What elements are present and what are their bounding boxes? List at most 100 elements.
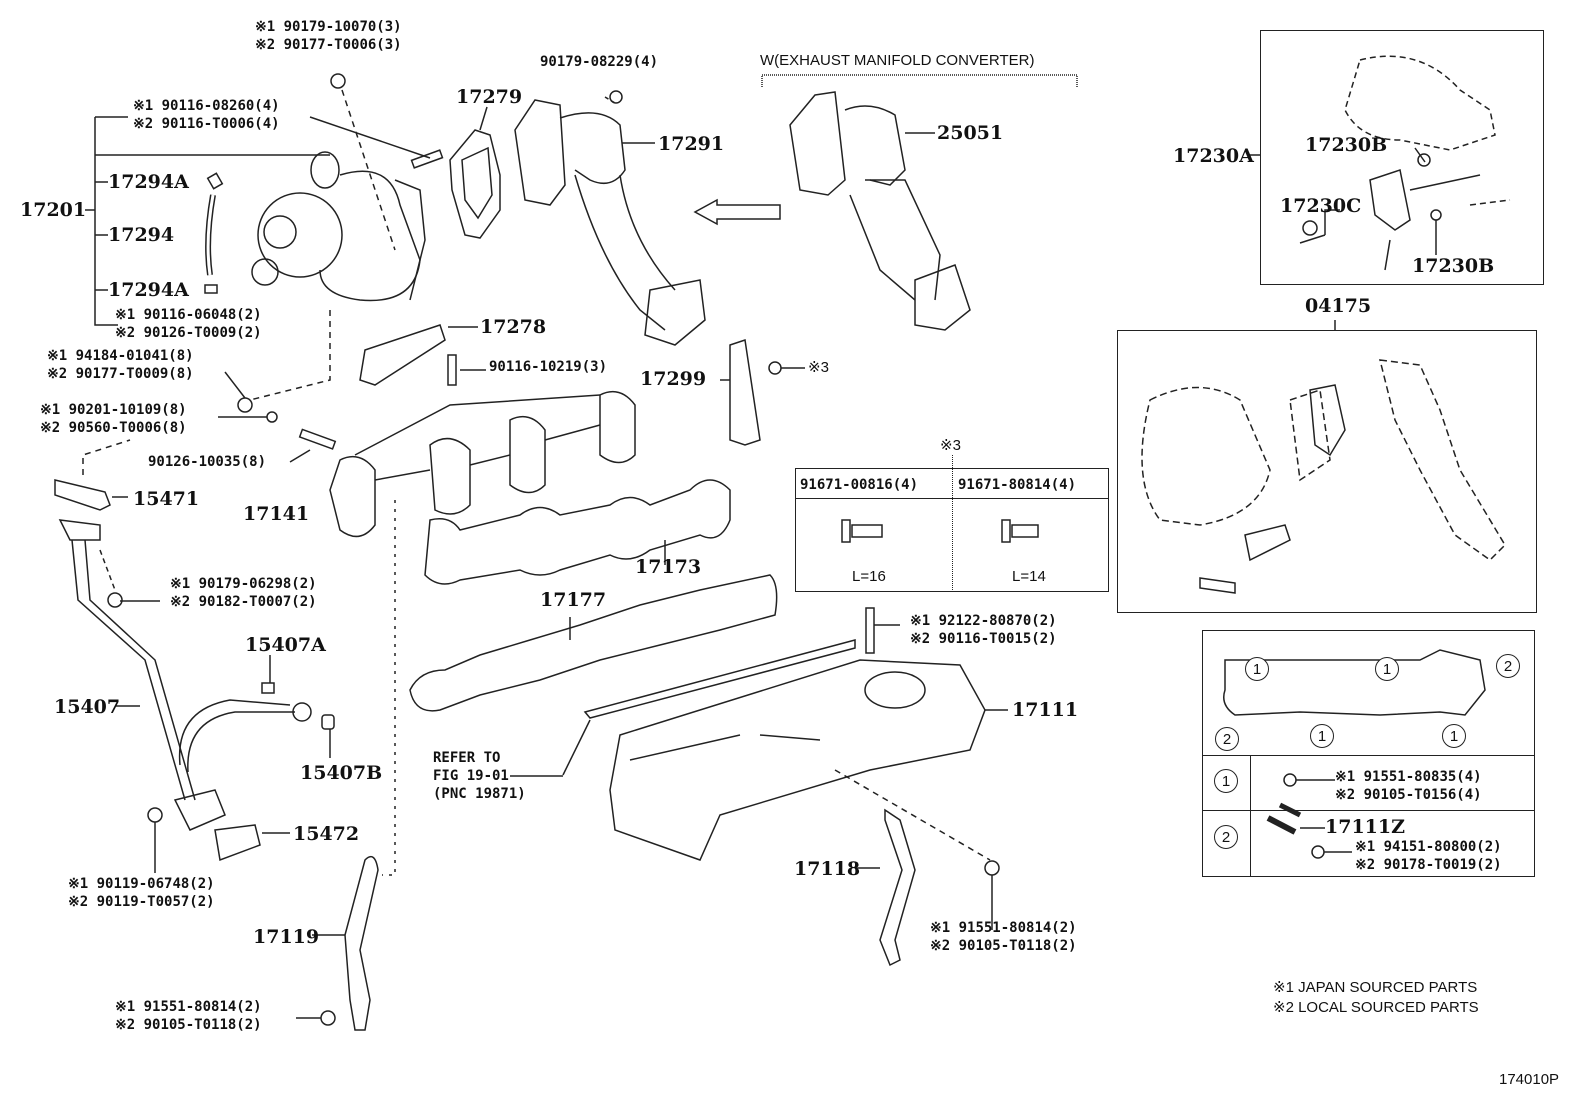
fastener-label[interactable]: ※1 90179-06298(2) ※2 90182-T0007(2)	[170, 575, 317, 611]
gasket-bolt-position-box	[1202, 630, 1535, 877]
refer-note[interactable]: REFER TO FIG 19-01 (PNC 19871)	[433, 749, 526, 803]
fastener-label[interactable]: ※1 92122-80870(2) ※2 90116-T0015(2)	[910, 612, 1057, 648]
turbocharger-drawing	[251, 151, 426, 302]
fastener-japan[interactable]: ※1 94184-01041(8)	[47, 348, 194, 364]
figure-code: 174010P	[1499, 1071, 1560, 1088]
divider	[1250, 755, 1251, 877]
part-label-17230C[interactable]: 17230C	[1280, 195, 1362, 217]
legend-note1: ※1 JAPAN SOURCED PARTS	[1273, 979, 1478, 996]
gasket-17177-drawing	[409, 574, 778, 712]
part-label-17230A[interactable]: 17230A	[1173, 145, 1254, 167]
part-label-17279[interactable]: 17279	[456, 86, 523, 108]
marker-1: 1	[1310, 724, 1334, 748]
fastener-label[interactable]: ※1 90116-06048(2) ※2 90126-T0009(2)	[115, 306, 262, 342]
part-label-17294A[interactable]: 17294A	[108, 171, 189, 193]
fastener-local[interactable]: ※2 90182-T0007(2)	[170, 594, 317, 610]
fastener-japan[interactable]: ※1 91551-80814(2)	[115, 999, 262, 1015]
row-marker-1: 1	[1214, 769, 1238, 793]
part-label-17294A[interactable]: 17294A	[108, 279, 189, 301]
part-label-17291[interactable]: 17291	[658, 133, 725, 155]
oil-pipe-15407-drawing	[58, 519, 312, 831]
part-label-17201[interactable]: 17201	[20, 199, 87, 221]
fastener-label[interactable]: ※1 91551-80814(2) ※2 90105-T0118(2)	[115, 998, 262, 1034]
17201-bracket-line	[85, 116, 330, 326]
note3-table-title: ※3	[940, 437, 961, 454]
marker-2: 2	[1496, 654, 1520, 678]
fastener-local[interactable]: ※2 90560-T0006(8)	[40, 420, 187, 436]
fastener-japan[interactable]: ※1 92122-80870(2)	[910, 613, 1057, 629]
fastener-label[interactable]: ※1 90116-08260(4) ※2 90116-T0006(4)	[133, 97, 280, 133]
part-label-17111[interactable]: 17111	[1012, 699, 1079, 721]
fastener-local[interactable]: ※2 90105-T0156(4)	[1335, 787, 1482, 803]
marker-1: 1	[1442, 724, 1466, 748]
part-label-17230B[interactable]: 17230B	[1305, 134, 1388, 156]
fastener-japan[interactable]: ※1 94151-80800(2)	[1355, 839, 1502, 855]
fastener-local[interactable]: ※2 90119-T0057(2)	[68, 894, 215, 910]
divider	[952, 455, 953, 592]
fastener-local[interactable]: ※2 90177-T0009(8)	[47, 366, 194, 382]
fastener-label[interactable]: ※1 90179-10070(3) ※2 90177-T0006(3)	[255, 18, 402, 54]
marker-1: 1	[1245, 657, 1269, 681]
gasket-row2-fasteners[interactable]: ※1 94151-80800(2) ※2 90178-T0019(2)	[1355, 838, 1502, 874]
kit-04175-drawing	[1141, 359, 1506, 561]
exhaust-manifold-17141-drawing	[329, 390, 636, 538]
fastener-label-90126-10035[interactable]: 90126-10035(8)	[148, 454, 267, 470]
divider	[1202, 810, 1535, 811]
fastener-japan[interactable]: ※1 90201-10109(8)	[40, 402, 187, 418]
fastener-local[interactable]: ※2 90178-T0019(2)	[1355, 857, 1502, 873]
fastener-local[interactable]: ※2 90116-T0015(2)	[910, 631, 1057, 647]
gasket-17279-drawing	[449, 129, 501, 239]
fastener-label[interactable]: ※1 94184-01041(8) ※2 90177-T0009(8)	[47, 347, 194, 383]
fastener-label-90179-08229[interactable]: 90179-08229(4)	[540, 54, 659, 70]
fastener-japan[interactable]: ※1 91551-80835(4)	[1335, 769, 1482, 785]
part-label-04175[interactable]: 04175	[1305, 295, 1372, 317]
fastener-local[interactable]: ※2 90105-T0118(2)	[115, 1017, 262, 1033]
fastener-label-90116-10219[interactable]: 90116-10219(3)	[489, 359, 608, 375]
converter-25051-drawing	[789, 91, 971, 331]
kit-04175-box	[1117, 330, 1537, 613]
fastener-local[interactable]: ※2 90116-T0006(4)	[133, 116, 280, 132]
part-label-15407A[interactable]: 15407A	[245, 634, 326, 656]
part-label-17278[interactable]: 17278	[480, 316, 547, 338]
refer-line: (PNC 19871)	[433, 786, 526, 802]
part-label-17141[interactable]: 17141	[243, 503, 310, 525]
exhaust-pipe-17291-drawing	[514, 99, 706, 346]
fastener-label[interactable]: ※1 91551-80814(2) ※2 90105-T0118(2)	[930, 919, 1077, 955]
part-label-17230B[interactable]: 17230B	[1412, 255, 1495, 277]
note3-col1-part[interactable]: 91671-00816(4)	[800, 477, 919, 493]
fastener-japan[interactable]: ※1 90116-08260(4)	[133, 98, 280, 114]
divider	[1202, 755, 1535, 756]
part-label-17177[interactable]: 17177	[540, 589, 607, 611]
note3-col1-length: L=16	[852, 568, 886, 585]
fastener-japan[interactable]: ※1 90116-06048(2)	[115, 307, 262, 323]
marker-2: 2	[1215, 727, 1239, 751]
part-label-17119[interactable]: 17119	[253, 926, 320, 948]
fastener-japan[interactable]: ※1 90119-06748(2)	[68, 876, 215, 892]
fastener-japan[interactable]: ※1 91551-80814(2)	[930, 920, 1077, 936]
part-label-17118[interactable]: 17118	[794, 858, 861, 880]
fastener-label[interactable]: ※1 90119-06748(2) ※2 90119-T0057(2)	[68, 875, 215, 911]
fastener-japan[interactable]: ※1 90179-10070(3)	[255, 19, 402, 35]
direction-arrow	[693, 198, 781, 226]
note3-col2-part[interactable]: 91671-80814(4)	[958, 477, 1077, 493]
part-label-15472[interactable]: 15472	[293, 823, 360, 845]
exhaust-converter-caption: W(EXHAUST MANIFOLD CONVERTER)	[760, 52, 1035, 69]
refer-line: REFER TO	[433, 750, 501, 766]
part-label-17299[interactable]: 17299	[640, 368, 707, 390]
part-label-15407[interactable]: 15407	[54, 696, 121, 718]
fastener-local[interactable]: ※2 90126-T0009(2)	[115, 325, 262, 341]
repair-kit-17230A-box	[1260, 30, 1544, 285]
part-label-15471[interactable]: 15471	[133, 488, 200, 510]
fastener-label[interactable]: ※1 90201-10109(8) ※2 90560-T0006(8)	[40, 401, 187, 437]
note3-ref: ※3	[808, 359, 829, 376]
part-label-25051[interactable]: 25051	[937, 122, 1004, 144]
fastener-local[interactable]: ※2 90177-T0006(3)	[255, 37, 402, 53]
gasket-17173-drawing	[424, 479, 731, 585]
part-label-17111Z[interactable]: 17111Z	[1325, 816, 1405, 838]
fastener-japan[interactable]: ※1 90179-06298(2)	[170, 576, 317, 592]
gasket-row1-fasteners[interactable]: ※1 91551-80835(4) ※2 90105-T0156(4)	[1335, 768, 1482, 804]
part-label-17173[interactable]: 17173	[635, 556, 702, 578]
part-label-17294[interactable]: 17294	[108, 224, 175, 246]
fastener-local[interactable]: ※2 90105-T0118(2)	[930, 938, 1077, 954]
part-label-15407B[interactable]: 15407B	[300, 762, 383, 784]
